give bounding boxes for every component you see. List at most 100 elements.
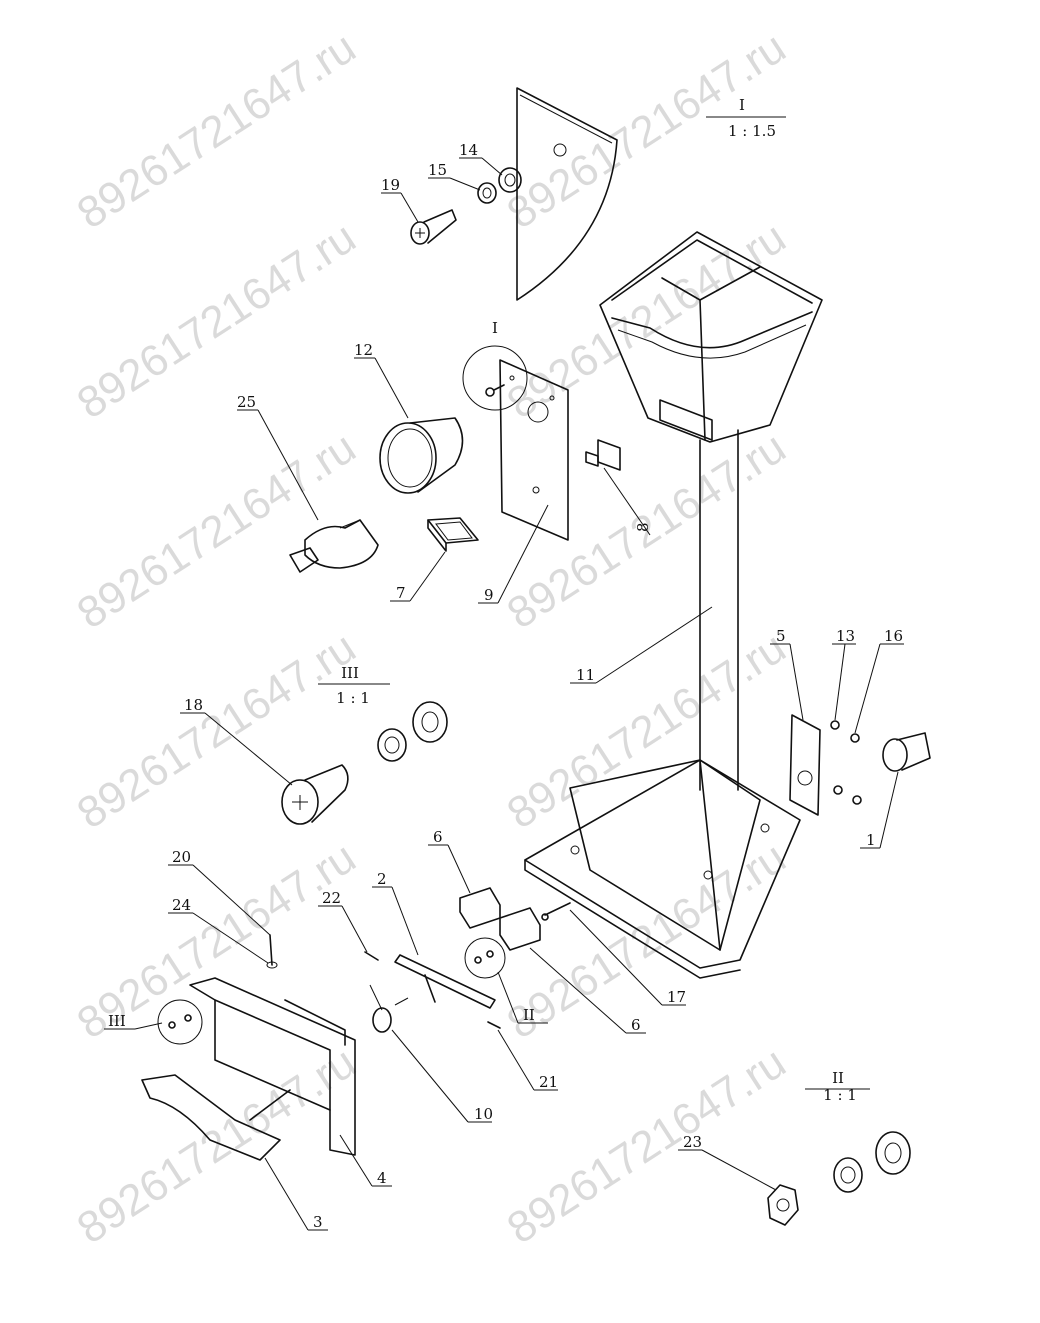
svg-text:9: 9 xyxy=(484,586,494,604)
svg-text:12: 12 xyxy=(354,341,373,359)
callout-I-marker: I xyxy=(492,319,498,337)
washers-III xyxy=(377,701,448,762)
callout-25: 25 xyxy=(237,393,319,521)
callout-12: 12 xyxy=(354,341,409,419)
watermark: 89261721647.ru xyxy=(499,833,795,1049)
callout-11: 11 xyxy=(570,606,713,684)
watermark: 89261721647.ru xyxy=(69,213,365,429)
svg-text:2: 2 xyxy=(377,870,387,888)
svg-text:16: 16 xyxy=(884,627,903,645)
svg-text:20: 20 xyxy=(172,848,191,866)
screw-22 xyxy=(364,951,379,961)
base-plate xyxy=(524,759,801,979)
callout-4: 4 xyxy=(339,1134,392,1187)
svg-text:II: II xyxy=(523,1006,535,1024)
spring-10 xyxy=(369,984,409,1033)
callout-13: 13 xyxy=(832,627,856,721)
svg-text:1 : 1: 1 : 1 xyxy=(823,1086,857,1104)
callout-5: 5 xyxy=(770,627,804,721)
callout-2: 2 xyxy=(372,870,419,956)
lock-washer-15 xyxy=(477,182,497,204)
svg-text:14: 14 xyxy=(459,141,478,159)
svg-text:II: II xyxy=(832,1069,844,1087)
cable-gland-1 xyxy=(882,732,931,772)
svg-text:13: 13 xyxy=(836,627,855,645)
svg-text:5: 5 xyxy=(776,627,786,645)
bezel-7 xyxy=(427,517,479,552)
svg-text:24: 24 xyxy=(172,896,191,914)
svg-text:11: 11 xyxy=(576,666,595,684)
svg-text:21: 21 xyxy=(539,1073,558,1091)
watermark: 89261721647.ru xyxy=(499,623,795,839)
svg-text:10: 10 xyxy=(474,1105,493,1123)
callout-18: 18 xyxy=(180,696,293,786)
pedal-3 xyxy=(141,1074,291,1161)
microswitch-6b xyxy=(499,907,541,951)
svg-text:3: 3 xyxy=(313,1213,323,1231)
callout-23: 23 xyxy=(678,1133,777,1191)
microswitch-6a xyxy=(459,887,501,929)
hopper xyxy=(599,231,823,443)
svg-text:1 : 1.5: 1 : 1.5 xyxy=(728,122,776,140)
bracket-4 xyxy=(189,977,356,1156)
callout-22: 22 xyxy=(318,889,368,953)
callout-24: 24 xyxy=(168,896,269,964)
nut-23 xyxy=(767,1184,799,1226)
callout-6a: 6 xyxy=(428,828,471,894)
callout-6b: 6 xyxy=(529,947,646,1034)
callout-21: 21 xyxy=(497,1029,558,1091)
lever-2 xyxy=(394,954,496,1009)
callout-10: 10 xyxy=(391,1029,493,1123)
svg-text:25: 25 xyxy=(237,393,256,411)
watermark: 89261721647.ru xyxy=(69,623,365,839)
svg-text:23: 23 xyxy=(683,1133,702,1151)
callout-15: 15 xyxy=(428,161,481,191)
svg-text:18: 18 xyxy=(184,696,203,714)
callout-16: 16 xyxy=(854,627,904,734)
svg-text:1 : 1: 1 : 1 xyxy=(336,689,370,707)
watermark: 89261721647.ru xyxy=(69,23,365,239)
svg-text:III: III xyxy=(341,664,359,682)
watermark: 89261721647.ru xyxy=(499,1038,795,1254)
callout-3: 3 xyxy=(264,1157,328,1231)
callout-14: 14 xyxy=(459,141,503,176)
detail-header-II: II 1 : 1 xyxy=(805,1069,870,1104)
detail-marker-III xyxy=(157,999,203,1045)
toggle-switch-8 xyxy=(585,439,621,471)
svg-text:I: I xyxy=(739,96,745,114)
callout-20: 20 xyxy=(168,848,271,936)
svg-text:1: 1 xyxy=(866,831,876,849)
screw-21 xyxy=(487,1021,501,1029)
callout-1: 1 xyxy=(860,771,899,849)
callout-9: 9 xyxy=(478,504,549,604)
svg-text:4: 4 xyxy=(377,1169,387,1187)
svg-text:8: 8 xyxy=(634,522,652,532)
svg-text:I: I xyxy=(492,319,498,337)
top-cover-panel xyxy=(516,87,618,301)
callout-III-marker: III xyxy=(104,1012,163,1030)
callout-II-marker: II xyxy=(497,971,548,1024)
cap-12 xyxy=(379,417,464,494)
detail-marker-I xyxy=(462,345,528,411)
svg-text:17: 17 xyxy=(667,988,686,1006)
plate-5 xyxy=(789,714,821,816)
screw-18 xyxy=(281,764,349,825)
svg-text:7: 7 xyxy=(396,584,406,602)
washer-14 xyxy=(498,167,522,193)
callout-7: 7 xyxy=(390,551,446,602)
pin-20-24 xyxy=(266,934,278,969)
callout-19: 19 xyxy=(381,176,419,223)
svg-text:22: 22 xyxy=(322,889,341,907)
detail-marker-II xyxy=(464,937,506,979)
detail-header-III: III 1 : 1 xyxy=(318,664,390,707)
plate-9 xyxy=(499,359,569,541)
callout-8: 8 xyxy=(603,467,652,536)
svg-text:19: 19 xyxy=(381,176,400,194)
svg-text:6: 6 xyxy=(433,828,443,846)
callout-17: 17 xyxy=(569,909,686,1006)
svg-text:III: III xyxy=(108,1012,126,1030)
switch-25 xyxy=(289,519,379,573)
washers-II xyxy=(833,1131,911,1193)
